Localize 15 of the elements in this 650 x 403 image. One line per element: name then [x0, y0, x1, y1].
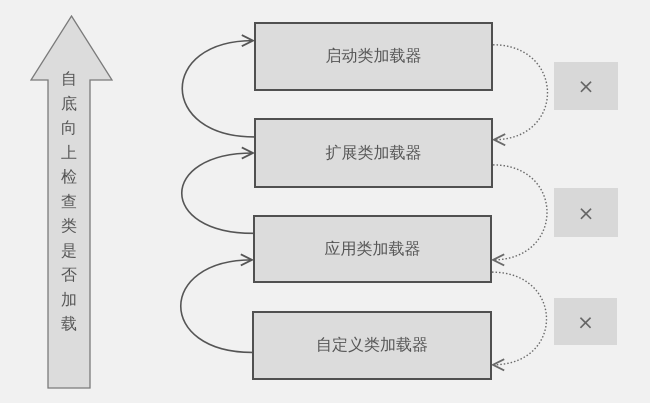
curved-arrow	[492, 271, 548, 370]
cross-tile: ×	[554, 298, 617, 345]
curved-arrow	[492, 44, 548, 145]
curved-arrow	[180, 254, 253, 354]
block-arrow	[30, 15, 113, 389]
cross-tile: ×	[554, 62, 618, 110]
loader-box: 自定义类加载器	[252, 311, 492, 380]
vertical-label: 自底向上检查类是否加载	[61, 68, 77, 335]
loader-box: 启动类加载器	[254, 22, 493, 91]
curved-arrow	[181, 147, 254, 234]
curved-arrow	[182, 35, 254, 138]
cross-tile: ×	[554, 188, 618, 237]
loader-box: 应用类加载器	[253, 215, 492, 283]
curved-arrow	[492, 164, 548, 266]
loader-box: 扩展类加载器	[254, 118, 493, 188]
